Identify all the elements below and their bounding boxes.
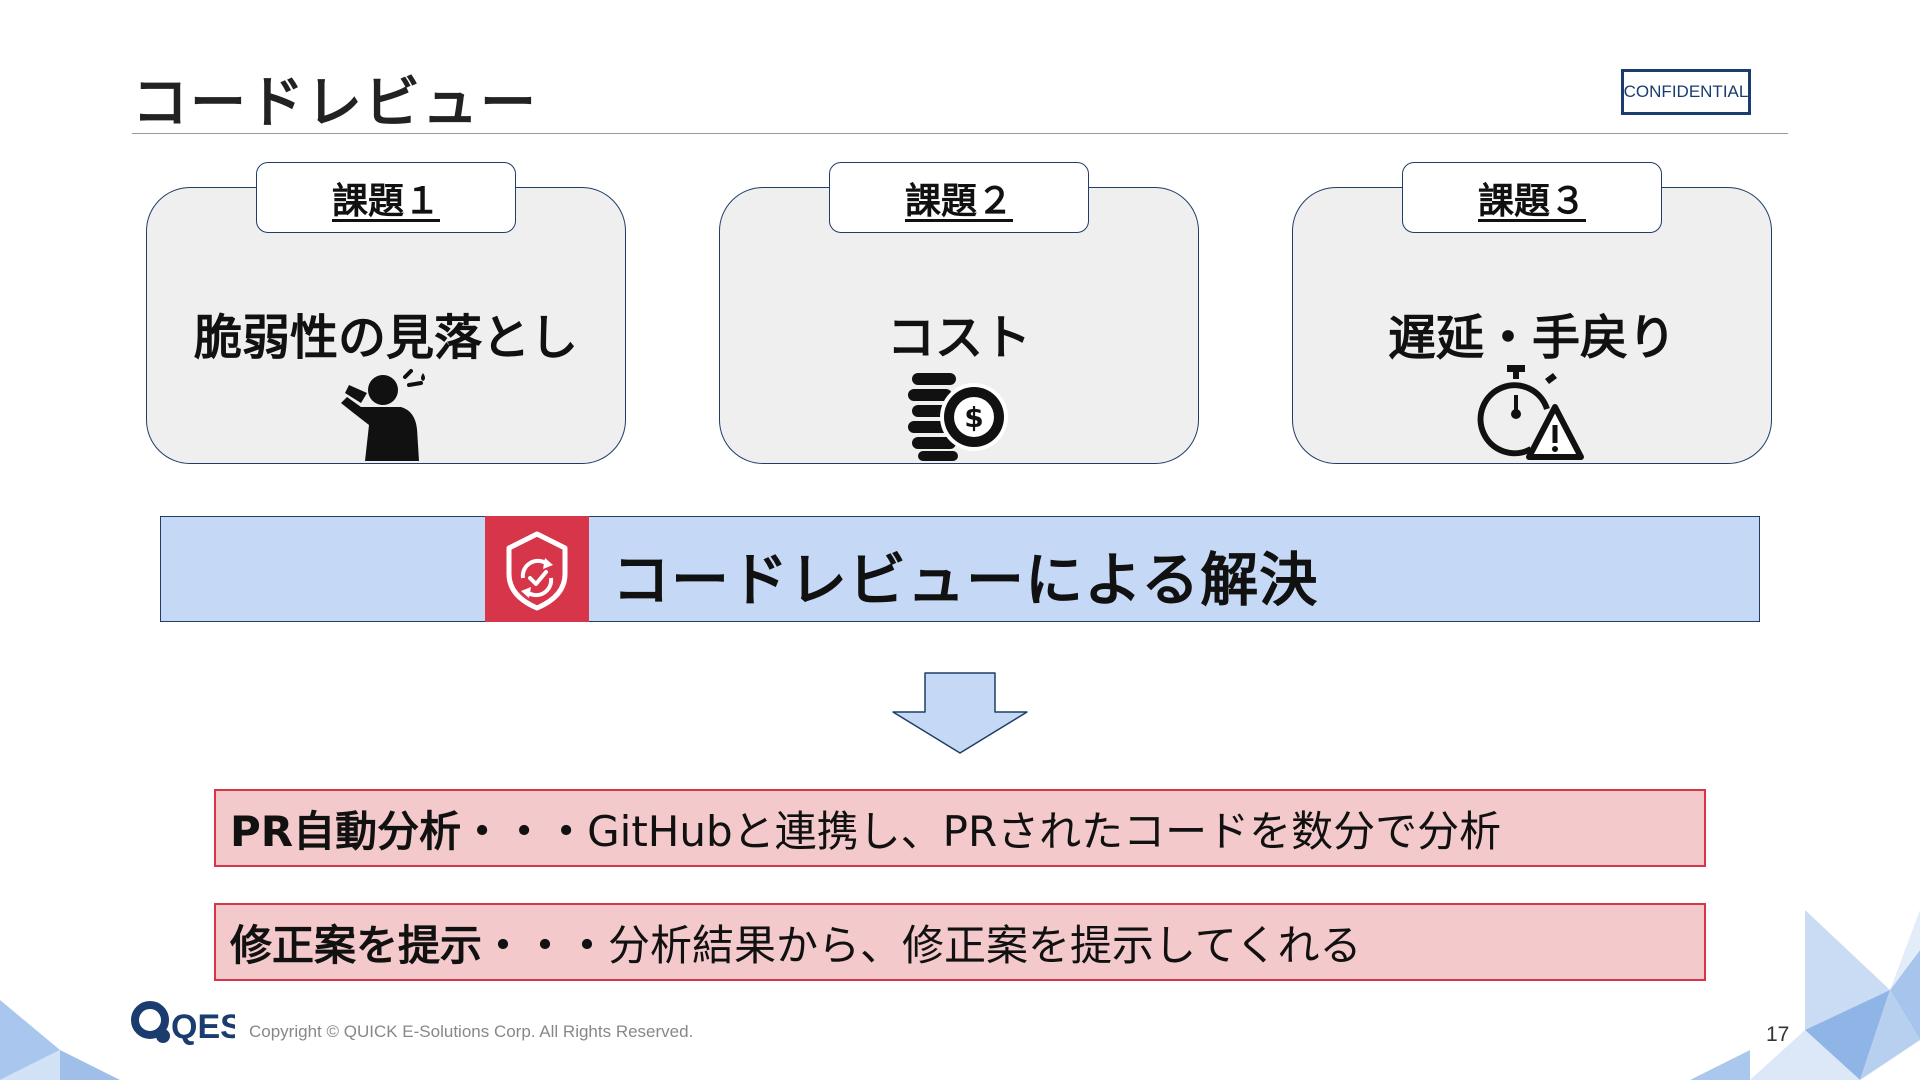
issue-title-3: 遅延・手戻り	[1387, 310, 1676, 366]
feature-description-2: 分析結果から、修正案を提示してくれる	[608, 920, 1362, 970]
issue-title-1: 脆弱性の見落とし	[193, 310, 578, 366]
title-divider	[132, 133, 1788, 134]
feature-heading-1: PR自動分析・・・	[230, 806, 588, 856]
issue-card-1: 脆弱性の見落とし	[146, 187, 626, 464]
page-number: 17	[1766, 1023, 1790, 1046]
down-arrow-icon	[892, 672, 1028, 754]
shield-refresh-check-icon	[506, 531, 568, 611]
copyright-text: Copyright © QUICK E-Solutions Corp. All …	[249, 1022, 694, 1041]
solution-icon-box	[485, 516, 589, 622]
solution-label: コードレビューによる解決	[612, 546, 1319, 614]
feature-row-2: 修正案を提示・・・ 分析結果から、修正案を提示してくれる	[214, 903, 1706, 981]
feature-description-1: GitHubと連携し、PRされたコードを数分で分析	[587, 806, 1502, 856]
slide-title: コードレビュー	[132, 71, 538, 136]
issue-title-2: コスト	[886, 310, 1031, 366]
issue-tab-1: 課題１	[256, 162, 516, 233]
logo-text: QES	[171, 1008, 235, 1046]
issue-tab-3: 課題３	[1402, 162, 1662, 233]
coins-dollar-icon: $	[908, 373, 1008, 461]
corner-decoration-left	[0, 1000, 120, 1080]
solution-banner	[160, 516, 1760, 622]
issue-card-3: 遅延・手戻り	[1292, 187, 1772, 464]
company-logo: QES	[131, 1001, 235, 1046]
feature-row-1: PR自動分析・・・ GitHubと連携し、PRされたコードを数分で分析	[214, 789, 1706, 867]
confidential-badge: CONFIDENTIAL	[1621, 69, 1751, 115]
svg-text:$: $	[964, 401, 983, 434]
worried-person-icon	[341, 369, 425, 461]
issue-card-2: コスト $	[719, 187, 1199, 464]
feature-heading-2: 修正案を提示・・・	[230, 920, 609, 970]
stopwatch-warning-icon	[1477, 365, 1584, 460]
issue-tab-2: 課題２	[829, 162, 1089, 233]
corner-decoration-right	[1690, 910, 1920, 1080]
